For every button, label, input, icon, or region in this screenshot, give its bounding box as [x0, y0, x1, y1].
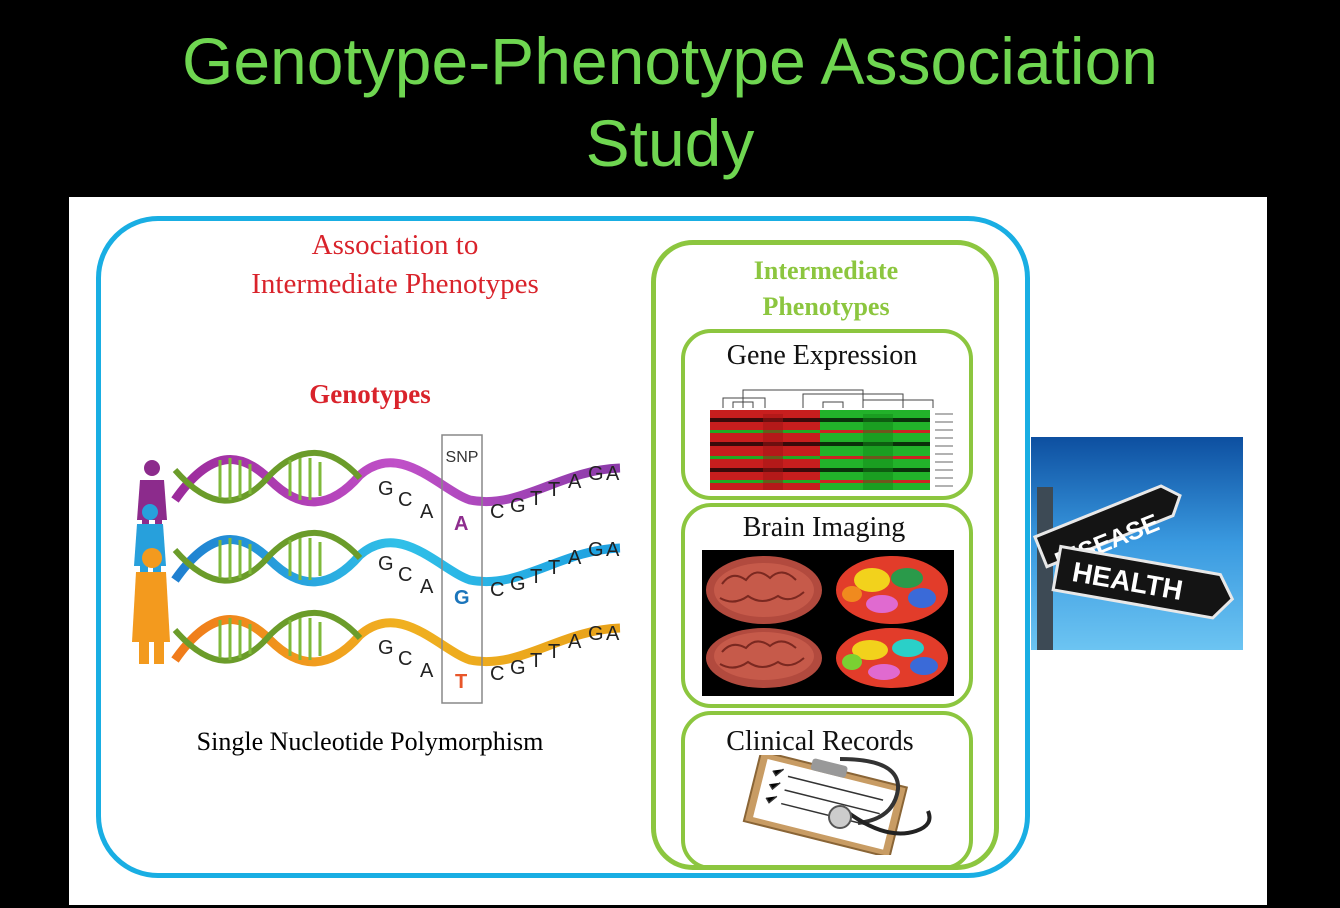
seq-3-right: G — [588, 623, 604, 645]
seq-1-right: G — [510, 495, 526, 517]
disease-health-signpost: DISEASE HEALTH — [1031, 437, 1243, 650]
snp-box-label: SNP — [446, 449, 479, 466]
snp-base-3: T — [455, 671, 467, 693]
seq-3-right: A — [568, 631, 582, 653]
brain-anatomy-icon — [706, 556, 822, 688]
dna-strand-orange — [171, 609, 621, 667]
seq-3-left: A — [420, 660, 434, 682]
heatmap-red-block — [710, 410, 820, 490]
seq-1-left: A — [420, 501, 434, 523]
association-heading-line-2: Intermediate Phenotypes — [251, 268, 539, 300]
seq-1-left: C — [398, 489, 412, 511]
seq-1-right: T — [530, 488, 542, 510]
signpost-pole — [1037, 487, 1053, 650]
dna-strand-purple — [171, 449, 621, 507]
disease-sign — [1032, 484, 1182, 569]
seq-1-right: A — [606, 463, 620, 485]
title-line-1: Genotype-Phenotype Association — [182, 24, 1158, 98]
heatmap-row-labels — [935, 413, 953, 487]
seq-2-left: C — [398, 564, 412, 586]
gene-expression-heatmap — [710, 389, 953, 490]
ip-title-line-2: Phenotypes — [762, 292, 890, 321]
seq-1-right: C — [490, 501, 504, 523]
seq-2-right: G — [510, 573, 526, 595]
gene-expression-label: Gene Expression — [726, 340, 918, 371]
seq-3-right: C — [490, 663, 504, 685]
association-heading: Association to Intermediate Phenotypes — [180, 226, 610, 304]
seq-3-right: G — [510, 657, 526, 679]
snp-highlight-box — [441, 434, 483, 704]
seq-1-right: A — [568, 471, 582, 493]
seq-3-right: A — [606, 623, 620, 645]
seq-2-right: G — [588, 539, 604, 561]
brain-imaging-label: Brain Imaging — [742, 512, 906, 543]
clinical-records-label: Clinical Records — [726, 726, 914, 757]
seq-3-left: C — [398, 648, 412, 670]
snp-base-1: A — [454, 513, 468, 535]
brain-imaging-picture — [702, 550, 954, 696]
heatmap-green-block — [820, 410, 930, 490]
snp-caption: Single Nucleotide Polymorphism — [196, 727, 544, 756]
seq-1-left: G — [378, 478, 394, 500]
seq-2-left: A — [420, 576, 434, 598]
title-line-2: Study — [585, 106, 755, 180]
seq-2-right: A — [568, 547, 582, 569]
ip-title-line-1: Intermediate — [753, 256, 899, 285]
slide-title: Genotype-Phenotype Association Study — [0, 20, 1340, 184]
person-orange-icon — [132, 548, 170, 664]
genotypes-label: Genotypes — [309, 379, 431, 409]
health-sign — [1051, 544, 1235, 620]
seq-3-right: T — [530, 650, 542, 672]
seq-2-right: T — [530, 566, 542, 588]
brain-imaging-box — [681, 503, 973, 708]
seq-1-right: G — [588, 463, 604, 485]
seq-2-left: G — [378, 553, 394, 575]
gene-expression-box — [681, 329, 973, 500]
dna-strand-blue — [171, 529, 621, 587]
association-heading-line-1: Association to — [311, 229, 479, 261]
seq-2-right: T — [548, 557, 560, 579]
seq-1-right: T — [548, 479, 560, 501]
seq-2-right: A — [606, 539, 620, 561]
clinical-records-box — [681, 711, 973, 870]
association-panel-border — [96, 216, 1030, 878]
seq-3-right: T — [548, 641, 560, 663]
snp-base-2: G — [454, 587, 470, 609]
clipboard-stethoscope-icon — [742, 755, 932, 855]
seq-3-left: G — [378, 637, 394, 659]
intermediate-phenotypes-title: Intermediate Phenotypes — [695, 253, 957, 325]
dna-snp-illustration: SNP G C A A C G T T A G A G C A G C G T … — [132, 434, 621, 704]
brain-parcellation-icon — [836, 556, 948, 688]
seq-2-right: C — [490, 579, 504, 601]
